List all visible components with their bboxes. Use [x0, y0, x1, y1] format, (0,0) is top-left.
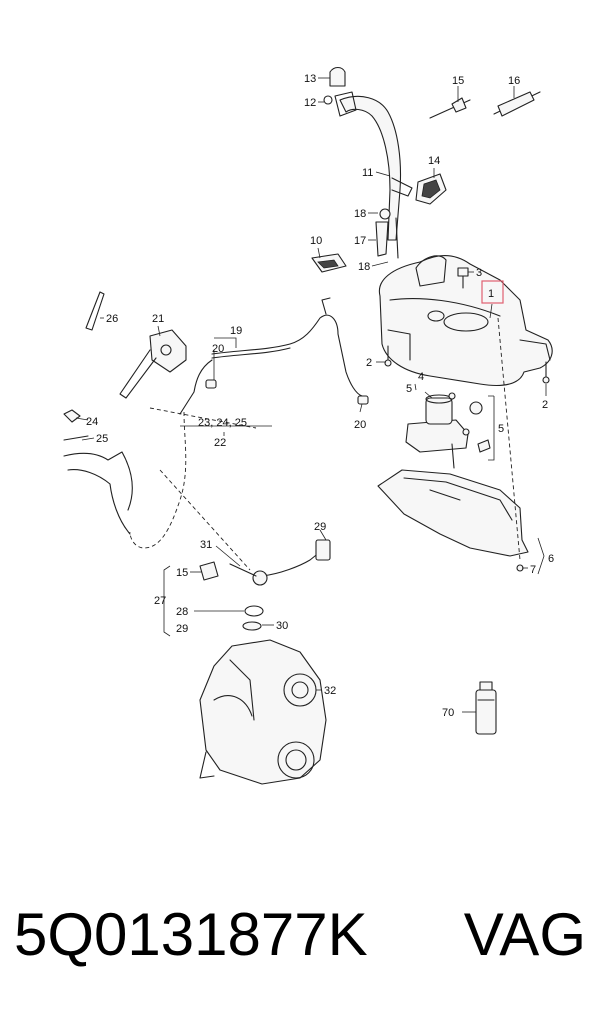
- fuel-flap-part: [415, 173, 447, 205]
- callout-24: 24: [86, 416, 98, 428]
- callout-23-24-25: 23, 24, 25: [198, 417, 247, 429]
- callout-5a: 5: [406, 383, 412, 395]
- callout-19: 19: [230, 325, 242, 337]
- exploded-parts-diagram: 13 12 11 14 15 16 18 17 18 10 3 1 2 2 4 …: [63, 66, 554, 785]
- callout-15: 15: [452, 75, 464, 87]
- callout-15b: 15: [176, 567, 188, 579]
- callout-12: 12: [304, 97, 316, 109]
- clip-part-15: [429, 97, 471, 119]
- callout-14: 14: [428, 155, 440, 167]
- callout-25: 25: [96, 433, 108, 445]
- callout-5b: 5: [498, 423, 504, 435]
- sensor-part-10: [311, 253, 347, 273]
- tank-dashed-line: [497, 317, 521, 561]
- sensor-plug-15: [199, 561, 219, 581]
- callout-70: 70: [442, 707, 454, 719]
- callout-4: 4: [418, 371, 424, 383]
- exhaust-converter: [199, 639, 327, 785]
- callout-27: 27: [154, 595, 166, 607]
- exhaust-sensor: [159, 469, 331, 586]
- callout-29b: 29: [176, 623, 188, 635]
- callout-6: 6: [548, 553, 554, 565]
- filler-neck-assembly: [323, 66, 413, 241]
- callout-13: 13: [304, 73, 316, 85]
- callout-1: 1: [488, 288, 494, 300]
- callout-2a: 2: [366, 357, 372, 369]
- fluid-bottle: [475, 681, 497, 735]
- callout-22: 22: [214, 437, 226, 449]
- trim-part-26: [85, 291, 105, 331]
- reservoir-tank: [378, 254, 553, 387]
- wiring-harness: [129, 297, 369, 549]
- callout-10: 10: [310, 235, 322, 247]
- callout-3: 3: [476, 267, 482, 279]
- footer: 5Q0131877K VAG: [0, 890, 600, 980]
- part-number: 5Q0131877K: [14, 901, 368, 968]
- seal-rings: [242, 605, 264, 631]
- callout-30: 30: [276, 620, 288, 632]
- callout-26: 26: [106, 313, 118, 325]
- breather-hose: [375, 208, 399, 259]
- callout-7: 7: [530, 564, 536, 576]
- callout-18a: 18: [354, 208, 366, 220]
- pedal-bracket: [119, 329, 187, 399]
- callout-20b: 20: [354, 419, 366, 431]
- harness-clip-25: [63, 435, 133, 535]
- callout-18b: 18: [358, 261, 370, 273]
- callout-16: 16: [508, 75, 520, 87]
- leader-lines: [75, 77, 547, 713]
- callout-32: 32: [324, 685, 336, 697]
- callout-21: 21: [152, 313, 164, 325]
- callout-17: 17: [354, 235, 366, 247]
- callout-1-highlight: [481, 280, 504, 304]
- callout-11: 11: [362, 167, 373, 179]
- strap-part-16: [493, 91, 541, 117]
- callout-29a: 29: [314, 521, 326, 533]
- callout-labels: 13 12 11 14 15 16 18 17 18 10 3 1 2 2 4 …: [86, 73, 554, 719]
- underbody-tray: [377, 469, 529, 572]
- pump-assembly: [405, 392, 491, 469]
- callout-20a: 20: [212, 343, 224, 355]
- callout-28: 28: [176, 606, 188, 618]
- brand-label: VAG: [463, 901, 586, 968]
- harness-clip-24: [63, 409, 81, 423]
- callout-31: 31: [200, 539, 212, 551]
- callout-2b: 2: [542, 399, 548, 411]
- bolts: [384, 267, 550, 384]
